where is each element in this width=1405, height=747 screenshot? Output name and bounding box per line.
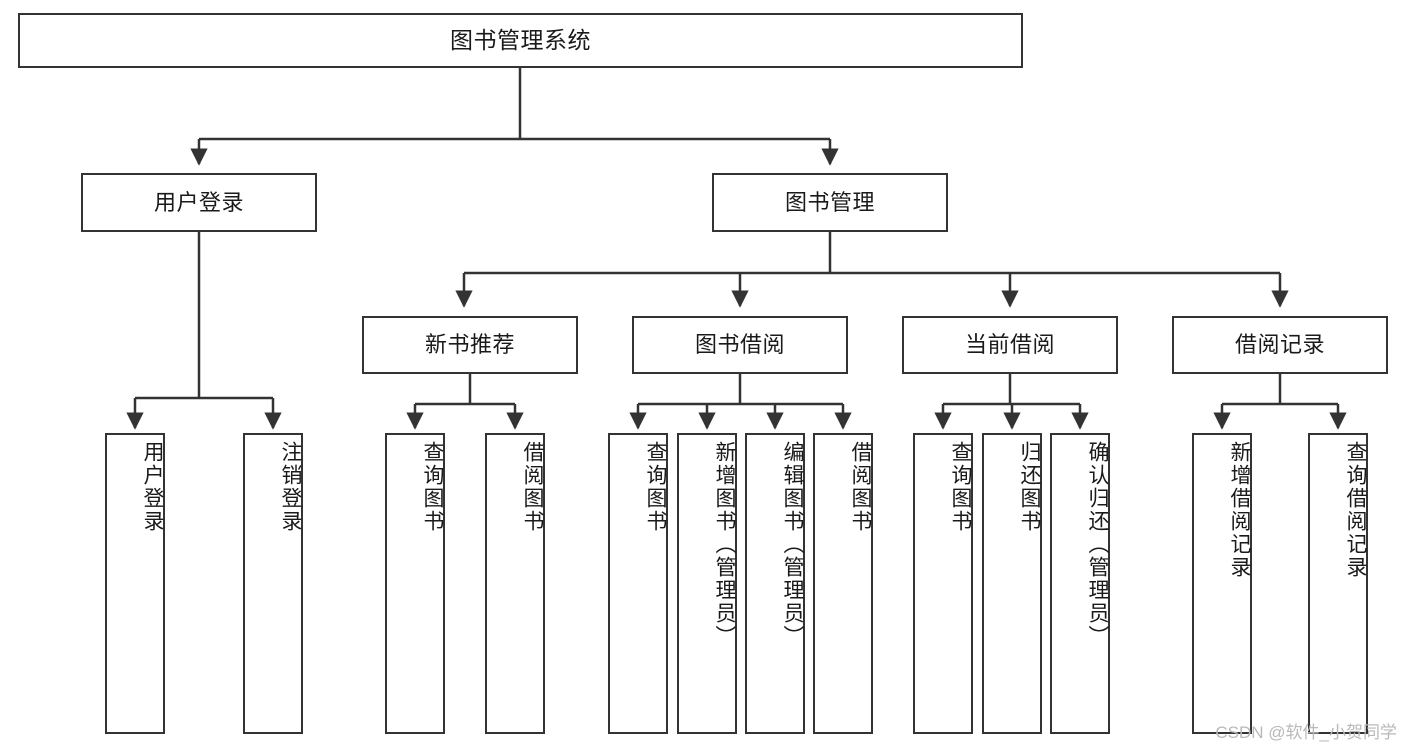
node-leaf-return-book[interactable]: 归还图书 — [982, 433, 1042, 734]
node-leaf-query-book-3-label: 查询图书 — [949, 441, 972, 533]
node-user-login-label: 用户登录 — [153, 189, 244, 215]
node-book-borrow-label: 图书借阅 — [694, 332, 785, 358]
node-book-manage-label: 图书管理 — [784, 189, 875, 215]
node-root-label: 图书管理系统 — [450, 26, 591, 53]
node-leaf-add-book-label: 新增图书（管理员） — [713, 441, 736, 648]
node-leaf-add-book[interactable]: 新增图书（管理员） — [677, 433, 737, 734]
node-leaf-query-book-1-label: 查询图书 — [421, 441, 444, 533]
node-leaf-query-book-2[interactable]: 查询图书 — [608, 433, 668, 734]
node-root[interactable]: 图书管理系统 — [18, 13, 1023, 68]
node-leaf-edit-book[interactable]: 编辑图书（管理员） — [745, 433, 805, 734]
node-leaf-user-login[interactable]: 用户登录 — [105, 433, 165, 734]
node-leaf-borrow-book-1-label: 借阅图书 — [521, 441, 544, 533]
node-leaf-borrow-book-2-label: 借阅图书 — [849, 441, 872, 533]
node-leaf-borrow-book-2[interactable]: 借阅图书 — [813, 433, 873, 734]
node-book-borrow[interactable]: 图书借阅 — [632, 316, 848, 374]
node-book-manage[interactable]: 图书管理 — [712, 173, 948, 232]
node-new-book-rec[interactable]: 新书推荐 — [362, 316, 578, 374]
node-leaf-edit-book-label: 编辑图书（管理员） — [781, 441, 804, 648]
node-leaf-query-record[interactable]: 查询借阅记录 — [1308, 433, 1368, 734]
node-borrow-record-label: 借阅记录 — [1234, 332, 1325, 358]
node-leaf-add-record-label: 新增借阅记录 — [1228, 441, 1251, 579]
node-user-login[interactable]: 用户登录 — [81, 173, 317, 232]
node-current-borrow-label: 当前借阅 — [964, 332, 1055, 358]
node-leaf-query-book-3[interactable]: 查询图书 — [913, 433, 973, 734]
node-leaf-logout[interactable]: 注销登录 — [243, 433, 303, 734]
node-leaf-logout-label: 注销登录 — [279, 441, 302, 533]
node-leaf-user-login-label: 用户登录 — [141, 441, 164, 533]
csdn-watermark: CSDN @软件_小贺同学 — [1215, 723, 1397, 742]
node-leaf-query-book-2-label: 查询图书 — [644, 441, 667, 533]
node-leaf-confirm-return-label: 确认归还（管理员） — [1086, 441, 1109, 648]
node-leaf-return-book-label: 归还图书 — [1018, 441, 1041, 533]
node-leaf-query-record-label: 查询借阅记录 — [1344, 441, 1367, 579]
node-leaf-borrow-book-1[interactable]: 借阅图书 — [485, 433, 545, 734]
node-borrow-record[interactable]: 借阅记录 — [1172, 316, 1388, 374]
node-leaf-confirm-return[interactable]: 确认归还（管理员） — [1050, 433, 1110, 734]
node-leaf-add-record[interactable]: 新增借阅记录 — [1192, 433, 1252, 734]
node-leaf-query-book-1[interactable]: 查询图书 — [385, 433, 445, 734]
node-new-book-rec-label: 新书推荐 — [424, 332, 515, 358]
node-current-borrow[interactable]: 当前借阅 — [902, 316, 1118, 374]
